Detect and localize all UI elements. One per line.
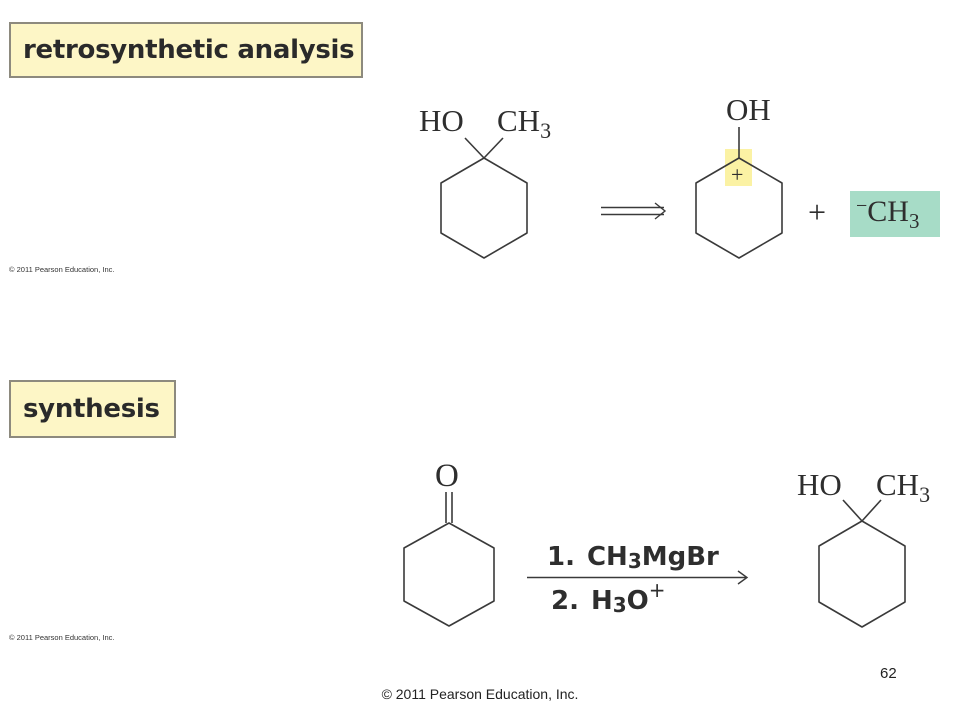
retro-carbanion-fragment: −CH3 — [850, 191, 940, 237]
carbanion-label: −CH3 — [856, 195, 919, 233]
retro-product-molecule: HO CH3 — [419, 103, 551, 259]
cation-plus-charge: + — [731, 162, 743, 187]
synthesis-title: synthesis — [23, 394, 160, 424]
retro-plus-sign: + — [808, 194, 826, 230]
synthesis-product-molecule: HO CH3 — [797, 467, 930, 628]
copyright-note-top: © 2011 Pearson Education, Inc. — [9, 265, 115, 274]
reagent-step-1: 1.CH3MgBr — [547, 542, 719, 573]
page-number: 62 — [880, 665, 897, 682]
retro-cation-fragment: OH + — [695, 92, 783, 259]
footer-copyright: © 2011 Pearson Education, Inc. — [381, 686, 579, 702]
retrosynthesis-arrow — [601, 202, 667, 220]
retro-product-ch3-label: CH3 — [497, 103, 551, 143]
synthesis-header: synthesis — [9, 380, 176, 438]
ketone-molecule: O — [403, 458, 495, 627]
retrosynthetic-analysis-title: retrosynthetic analysis — [23, 35, 355, 65]
copyright-note-bottom: © 2011 Pearson Education, Inc. — [9, 633, 115, 642]
synthesis-product-ho-label: HO — [797, 467, 842, 502]
cation-oh-label: OH — [726, 92, 771, 127]
reaction-arrow — [527, 570, 749, 585]
ketone-o-label: O — [435, 458, 459, 494]
reagent-step-2: 2.H3O+ — [551, 578, 666, 617]
carbanion-highlight — [850, 191, 940, 237]
retrosynthetic-analysis-header: retrosynthetic analysis — [9, 22, 363, 78]
synthesis-product-ch3-label: CH3 — [876, 467, 930, 507]
retro-product-ho-label: HO — [419, 103, 464, 138]
